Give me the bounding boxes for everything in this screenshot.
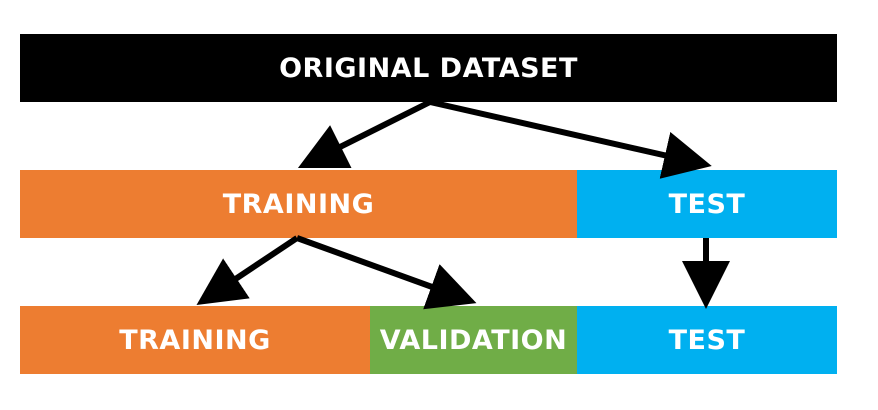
arrow-original-to-training [297, 99, 432, 169]
validation-label: VALIDATION [379, 324, 568, 356]
training-label: TRAINING [222, 188, 375, 220]
training-subset-label: TRAINING [119, 324, 271, 356]
test-label: TEST [668, 188, 746, 220]
original-dataset-box: ORIGINAL DATASET [20, 34, 837, 102]
arrow-training-to-training-subset [196, 235, 299, 305]
training-subset-box: TRAINING [20, 306, 370, 374]
test-final-label: TEST [668, 324, 746, 356]
arrow-original-to-test [429, 99, 712, 179]
test-box: TEST [577, 170, 837, 238]
original-dataset-label: ORIGINAL DATASET [279, 52, 578, 84]
training-box: TRAINING [20, 170, 577, 238]
arrow-training-to-validation [295, 235, 477, 310]
test-final-box: TEST [577, 306, 837, 374]
validation-box: VALIDATION [370, 306, 577, 374]
